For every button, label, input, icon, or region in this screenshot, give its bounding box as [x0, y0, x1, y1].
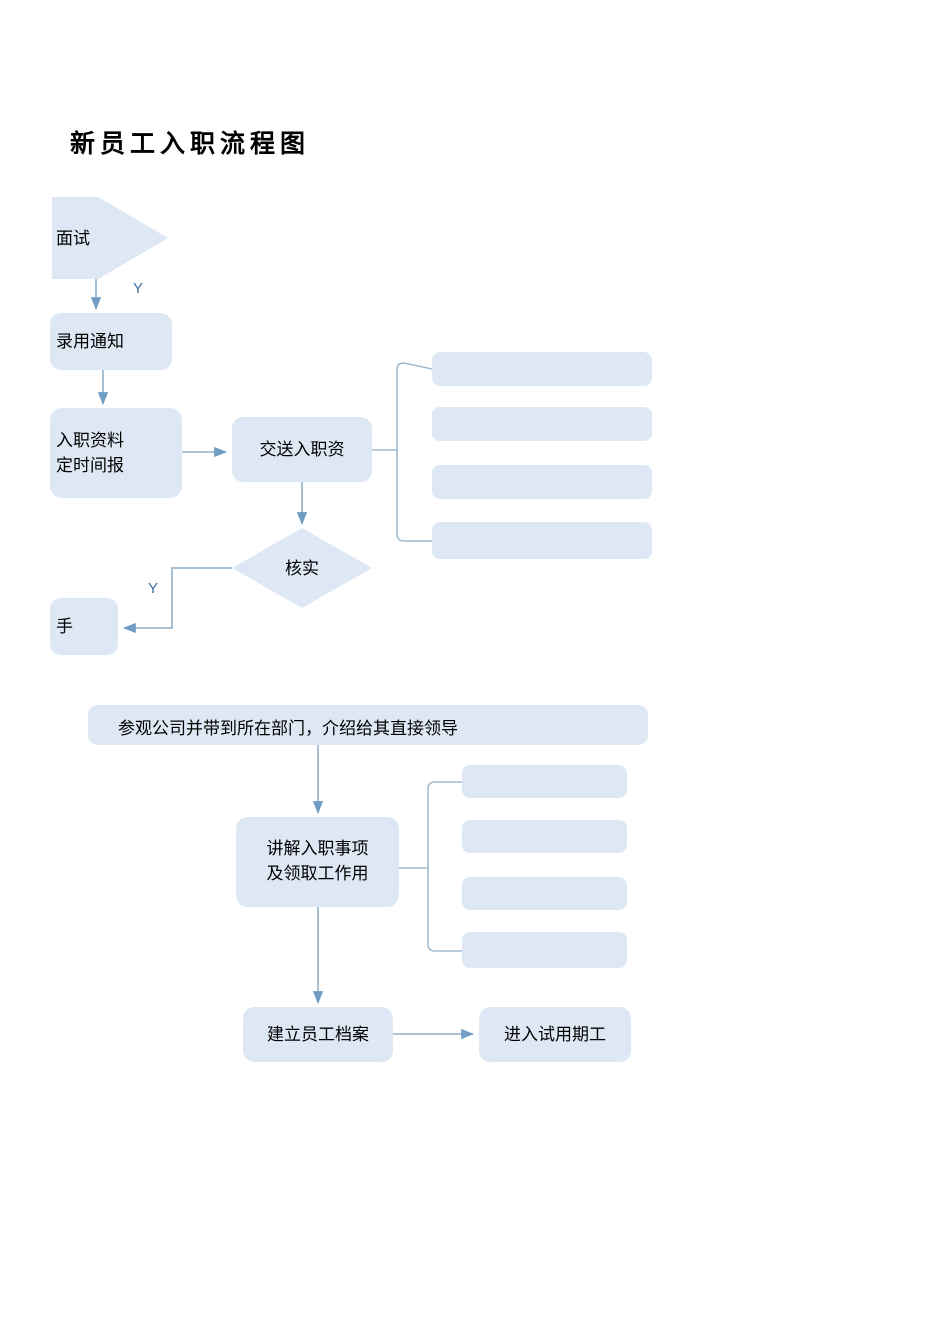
- page-title: 新员工入职流程图: [70, 130, 311, 158]
- connector-submit-to-details: [372, 362, 433, 451]
- node-handover-shape[interactable]: [50, 598, 118, 655]
- detail-box-bottom-4[interactable]: [462, 932, 627, 968]
- node-create-file-shape[interactable]: [243, 1007, 393, 1062]
- detail-box-top-3[interactable]: [432, 465, 652, 499]
- node-tour-company-label: 参观公司并带到所在部门，介绍给其直接领导: [118, 719, 458, 738]
- node-onboarding-docs-shape[interactable]: [50, 408, 182, 498]
- detail-box-top-1[interactable]: [432, 352, 652, 386]
- connector-bottom-bracket-lower: [427, 868, 462, 952]
- node-interview-diamond-tip: [52, 197, 168, 279]
- edge-label-interview-yes: Y: [133, 280, 144, 297]
- node-tour-company-shape[interactable]: [88, 705, 648, 745]
- node-verify-shape[interactable]: [232, 528, 372, 608]
- connector-explain-to-details: [399, 781, 462, 869]
- detail-box-bottom-2[interactable]: [462, 820, 627, 853]
- detail-box-bottom-3[interactable]: [462, 877, 627, 910]
- edge-label-verify-yes: Y: [148, 580, 159, 597]
- connector-verify-to-handover: [123, 567, 232, 634]
- detail-box-top-2[interactable]: [432, 407, 652, 441]
- node-explain-onboarding-shape[interactable]: [236, 817, 399, 907]
- detail-box-top-4[interactable]: [432, 522, 652, 559]
- node-submit-docs-shape[interactable]: [232, 417, 372, 482]
- node-offer-notice-shape[interactable]: [50, 313, 172, 370]
- detail-box-bottom-1[interactable]: [462, 765, 627, 798]
- connector-details-bracket-lower: [396, 450, 432, 542]
- node-probation-shape[interactable]: [479, 1007, 631, 1062]
